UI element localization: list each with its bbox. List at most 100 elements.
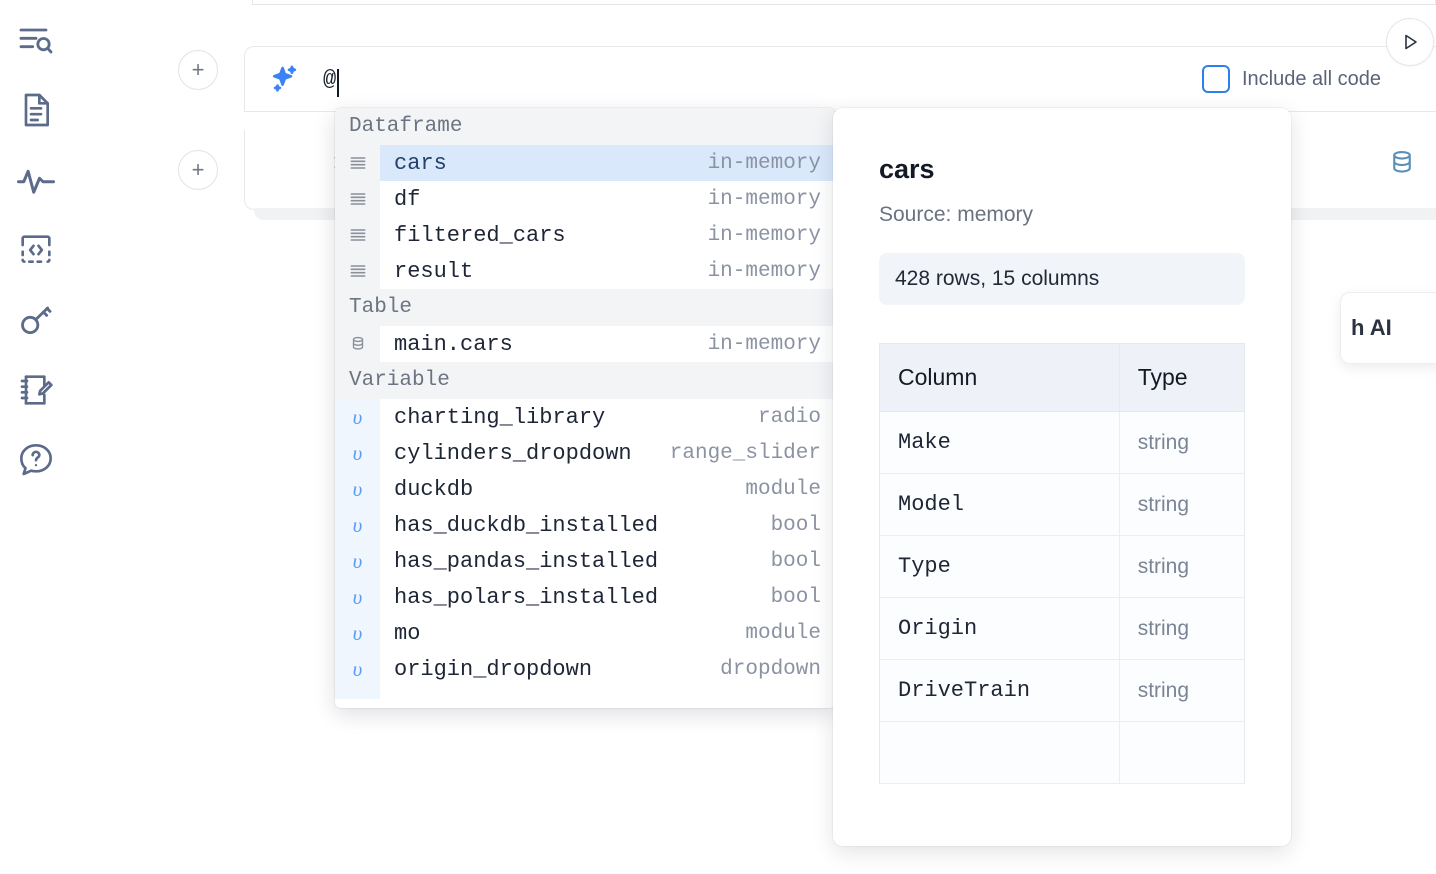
variable-icon: υ	[335, 543, 380, 579]
autocomplete-item-meta: dropdown	[720, 657, 821, 681]
autocomplete-item-meta: in-memory	[707, 332, 821, 356]
table-row: Origin string	[879, 597, 1245, 660]
ai-prompt-cell-options: Include all code	[1174, 46, 1436, 112]
autocomplete-item-meta: in-memory	[707, 151, 821, 175]
autocomplete-item-name: mo	[394, 620, 421, 646]
variable-icon: υ	[335, 435, 380, 471]
autocomplete-item-name: result	[394, 258, 474, 284]
autocomplete-item-meta: in-memory	[707, 259, 821, 283]
help-chat-icon[interactable]	[14, 438, 58, 482]
add-cell-button-top[interactable]: +	[178, 50, 218, 90]
autocomplete-item-meta: range_slider	[669, 441, 821, 465]
table-row-partial	[879, 721, 1245, 784]
autocomplete-item-meta: bool	[770, 513, 821, 537]
autocomplete-item-meta: in-memory	[707, 187, 821, 211]
table-row: Type string	[879, 535, 1245, 598]
autocomplete-item-filtered-cars[interactable]: filtered_cars in-memory	[335, 217, 835, 253]
autocomplete-item-name: cylinders_dropdown	[394, 440, 632, 466]
cell-column-type: string	[1119, 411, 1245, 474]
autocomplete-item-name: cars	[394, 150, 447, 176]
autocomplete-item-name: has_duckdb_installed	[394, 512, 659, 538]
detail-shape-badge: 428 rows, 15 columns	[879, 253, 1245, 305]
with-ai-tooltip[interactable]: h AI	[1340, 292, 1436, 364]
cell-column-name: DriveTrain	[879, 659, 1120, 722]
autocomplete-item-name: origin_dropdown	[394, 656, 593, 682]
autocomplete-item-mo[interactable]: υ mo module	[335, 615, 835, 651]
run-button[interactable]	[1386, 18, 1434, 66]
outline-search-icon[interactable]	[14, 18, 58, 62]
variable-icon: υ	[335, 507, 380, 543]
autocomplete-dropdown[interactable]: Dataframe cars in-memory df in-memory	[335, 108, 835, 708]
table-row: DriveTrain string	[879, 659, 1245, 722]
autocomplete-item-charting-library[interactable]: υ charting_library radio	[335, 399, 835, 435]
plus-icon: +	[191, 57, 205, 82]
autocomplete-item-name: df	[394, 186, 421, 212]
column-header-type: Type	[1119, 343, 1245, 412]
autocomplete-item-meta: bool	[770, 585, 821, 609]
autocomplete-item-df[interactable]: df in-memory	[335, 181, 835, 217]
text-caret	[337, 69, 340, 97]
autocomplete-item-name: has_polars_installed	[394, 584, 659, 610]
add-cell-button-bottom[interactable]: +	[178, 150, 218, 190]
cell-column-name: Type	[879, 535, 1120, 598]
rows-icon	[335, 145, 380, 181]
key-icon[interactable]	[14, 298, 58, 342]
autocomplete-item-meta: bool	[770, 549, 821, 573]
autocomplete-item-result[interactable]: result in-memory	[335, 253, 835, 289]
activity-pulse-icon[interactable]	[14, 158, 58, 202]
cell-column-name	[879, 721, 1120, 784]
cell-column-type	[1119, 721, 1245, 784]
include-all-code-label: Include all code	[1242, 67, 1381, 90]
code-snippet-icon[interactable]	[14, 228, 58, 272]
table-row: Make string	[879, 411, 1245, 474]
ai-prompt-input[interactable]: @	[301, 65, 1174, 97]
cell-column-name: Make	[879, 411, 1120, 474]
cell-column-name: Model	[879, 473, 1120, 536]
variable-icon: υ	[335, 615, 380, 651]
database-icon[interactable]	[1387, 148, 1417, 178]
column-header-column: Column	[879, 343, 1120, 412]
autocomplete-item-meta: module	[745, 477, 821, 501]
autocomplete-item-meta: module	[745, 621, 821, 645]
autocomplete-item-cylinders-dropdown[interactable]: υ cylinders_dropdown range_slider	[335, 435, 835, 471]
cell-icon-group: M	[1387, 148, 1436, 178]
autocomplete-item-name: duckdb	[394, 476, 474, 502]
table-row: Model string	[879, 473, 1245, 536]
variable-icon: υ	[335, 399, 380, 435]
autocomplete-item-main-cars[interactable]: main.cars in-memory	[335, 326, 835, 362]
cell-column-type: string	[1119, 535, 1245, 598]
dataframe-detail-panel: cars Source: memory 428 rows, 15 columns…	[833, 108, 1291, 846]
variable-icon: υ	[335, 579, 380, 615]
schema-table: Column Type Make string Model string Typ…	[879, 343, 1245, 784]
autocomplete-item-origin-dropdown[interactable]: υ origin_dropdown dropdown	[335, 651, 835, 687]
ai-prompt-value: @	[323, 66, 337, 92]
autocomplete-item-cars[interactable]: cars in-memory	[335, 145, 835, 181]
rows-icon	[335, 253, 380, 289]
autocomplete-item-partial[interactable]	[335, 687, 835, 699]
autocomplete-item-has-pandas-installed[interactable]: υ has_pandas_installed bool	[335, 543, 835, 579]
include-all-code-checkbox[interactable]	[1202, 65, 1230, 93]
rows-icon	[335, 181, 380, 217]
cell-column-type: string	[1119, 597, 1245, 660]
autocomplete-section-header: Table	[335, 289, 835, 326]
variable-icon: υ	[335, 651, 380, 687]
autocomplete-section-header: Variable	[335, 362, 835, 399]
cell-divider	[252, 4, 1436, 5]
variable-icon: υ	[335, 471, 380, 507]
table-header-row: Column Type	[879, 343, 1245, 412]
document-icon[interactable]	[14, 88, 58, 132]
include-all-code-toggle[interactable]: Include all code	[1202, 65, 1381, 93]
autocomplete-item-meta: radio	[757, 405, 821, 429]
cell-column-type: string	[1119, 473, 1245, 536]
detail-source: Source: memory	[879, 203, 1034, 226]
plus-icon: +	[191, 157, 205, 182]
autocomplete-item-duckdb[interactable]: υ duckdb module	[335, 471, 835, 507]
autocomplete-item-name: charting_library	[394, 404, 606, 430]
autocomplete-item-has-polars-installed[interactable]: υ has_polars_installed bool	[335, 579, 835, 615]
detail-title: cars	[879, 154, 935, 184]
scratchpad-edit-icon[interactable]	[14, 368, 58, 412]
ai-prompt-cell[interactable]: @	[244, 46, 1174, 112]
autocomplete-item-has-duckdb-installed[interactable]: υ has_duckdb_installed bool	[335, 507, 835, 543]
autocomplete-item-name: has_pandas_installed	[394, 548, 659, 574]
